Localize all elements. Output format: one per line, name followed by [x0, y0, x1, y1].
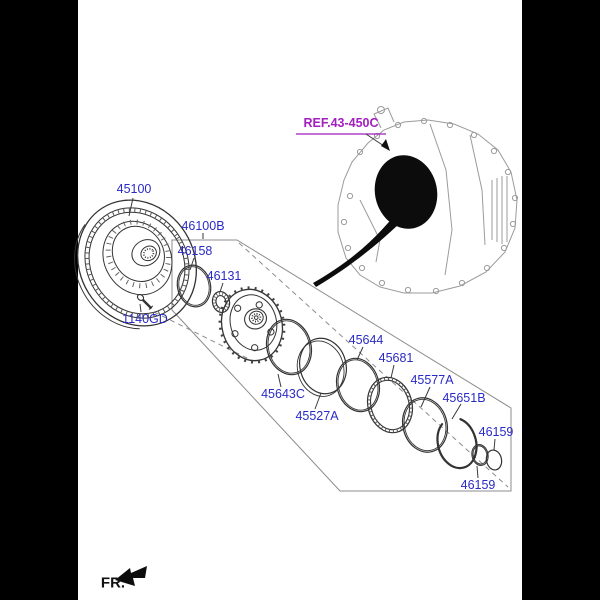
snap-ring-45651b-drawing — [436, 418, 478, 470]
converter-opening-black-ellipse — [374, 155, 438, 229]
part-label-46158[interactable]: 46158 — [177, 244, 213, 258]
leader-lines — [128, 197, 496, 479]
part-label-46159-lower[interactable]: 46159 — [460, 478, 496, 492]
fr-label: FR. — [100, 574, 126, 592]
transmission-case-drawing — [337, 106, 519, 295]
left-black-bar — [0, 0, 78, 600]
subassembly-enclosure-outline — [171, 239, 512, 492]
right-black-bar — [522, 0, 600, 600]
part-label-45577a[interactable]: 45577A — [410, 373, 454, 387]
converter-bolt-drawing — [136, 293, 154, 310]
part-label-46159-upper[interactable]: 46159 — [478, 425, 514, 439]
part-label-46131[interactable]: 46131 — [206, 269, 242, 283]
ref-43-450c-link[interactable]: REF.43-450C — [303, 116, 379, 130]
torque-converter-drawing — [74, 199, 198, 330]
part-label-1140gd[interactable]: 1140GD — [122, 312, 168, 326]
pointer-band — [313, 216, 400, 287]
part-label-45681[interactable]: 45681 — [378, 351, 414, 365]
part-label-45644[interactable]: 45644 — [348, 333, 384, 347]
ref-link-leader — [296, 133, 390, 151]
part-label-45651b[interactable]: 45651B — [442, 391, 486, 405]
part-label-45100[interactable]: 45100 — [116, 182, 152, 196]
ring-46159-right-drawing — [485, 449, 503, 471]
part-label-45527a[interactable]: 45527A — [295, 409, 339, 423]
oring-46158-drawing — [176, 264, 212, 308]
ring-45527a-drawing — [296, 337, 347, 397]
assembly-axis-dashed-line — [238, 242, 509, 488]
ring-45681-drawing — [366, 376, 414, 434]
fr-direction-arrow-icon — [115, 566, 147, 586]
oil-pump-drawing — [218, 286, 286, 364]
part-label-46100b[interactable]: 46100B — [181, 219, 225, 233]
ring-45577a-drawing — [401, 397, 449, 453]
part-label-45643c[interactable]: 45643C — [261, 387, 305, 401]
